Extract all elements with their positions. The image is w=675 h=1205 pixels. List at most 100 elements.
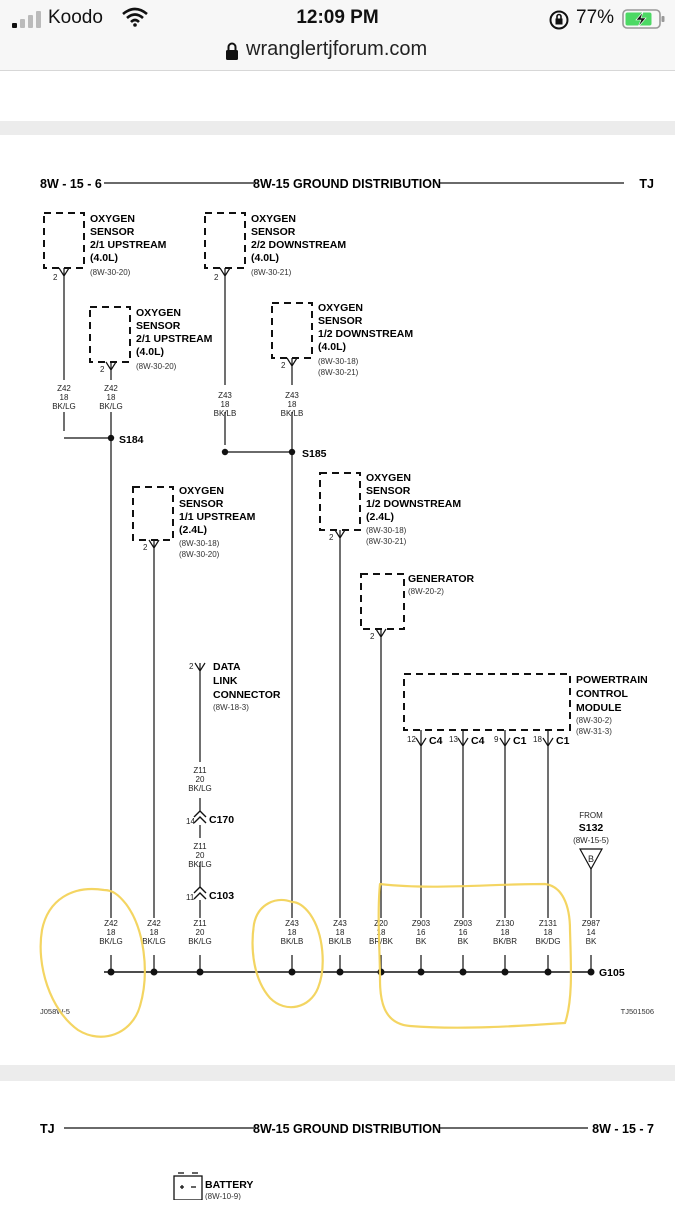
carrier-name: Koodo: [48, 7, 103, 28]
ref-text: (8W-30-2): [576, 716, 612, 725]
wire-circuit: Z42: [104, 384, 118, 393]
from-source: S132: [579, 822, 604, 834]
ground-node: [587, 968, 595, 976]
o2-21-up-b-line: OXYGEN: [136, 307, 181, 319]
page-number: 8W - 15 - 6: [40, 177, 102, 191]
wire-color: BK/LB: [281, 937, 304, 946]
splice-dot: [107, 434, 115, 442]
pcm-connector: C1: [513, 735, 527, 747]
pin-number: 18: [533, 735, 542, 744]
o2-sensor-21-upstream-box: [43, 212, 85, 269]
url-text[interactable]: wranglertjforum.com: [246, 38, 428, 60]
pin-number: 2: [189, 662, 194, 671]
ref-text: (8W-30-20): [90, 268, 131, 277]
pin-number: 14: [186, 817, 195, 826]
ground-node: [417, 968, 425, 976]
pin-number: 2: [329, 533, 334, 542]
o2-22-down-line: SENSOR: [251, 226, 296, 238]
o2-21-up-b-line: (4.0L): [136, 346, 164, 358]
wire-gauge: 18: [107, 928, 116, 937]
o2-11-up-line: (2.4L): [179, 524, 207, 536]
page-header-strip: [0, 71, 675, 121]
pin-number: 11: [186, 893, 195, 902]
pin-number: 2: [100, 365, 105, 374]
o2-11-up-line: OXYGEN: [179, 485, 224, 497]
wire-gauge: 18: [150, 928, 159, 937]
wire-circuit: Z131: [539, 919, 558, 928]
pcm-line: MODULE: [576, 702, 622, 714]
highlight-circle-3: [377, 882, 573, 1029]
ref-text: (8W-30-21): [318, 368, 359, 377]
ref-text: (8W-30-20): [136, 362, 177, 371]
wire-color: BK/LB: [214, 409, 237, 418]
wire-circuit: Z11: [193, 766, 207, 775]
wire-circuit: Z42: [147, 919, 161, 928]
o2-sensor-22-downstream-box: [204, 212, 246, 269]
section-title: 8W-15 GROUND DISTRIBUTION: [253, 177, 441, 191]
battery-percent: 77%: [576, 7, 615, 28]
battery-charging-icon: [622, 9, 665, 29]
from-label: FROM: [579, 811, 603, 820]
o2-21-up-line: OXYGEN: [90, 213, 135, 225]
section-title: 8W-15 GROUND DISTRIBUTION: [253, 1122, 441, 1136]
wire-color: BK/LG: [188, 784, 212, 793]
o2-sensor-12-downstream-24-box: [319, 472, 361, 531]
wire-circuit: Z43: [285, 391, 299, 400]
pin-number: 2: [214, 273, 219, 282]
ground-distribution-diagram: 8W - 15 - 6 8W-15 GROUND DISTRIBUTION TJ…: [39, 177, 654, 1038]
wire-gauge: 20: [196, 775, 205, 784]
ref-text: (8W-20-2): [408, 587, 444, 596]
wire-gauge: 16: [417, 928, 426, 937]
wire-color: BK/LB: [281, 409, 304, 418]
pcm-line: CONTROL: [576, 688, 628, 700]
wire-color: BK: [586, 937, 597, 946]
wire-gauge: 18: [377, 928, 386, 937]
battery-label: BATTERY: [205, 1179, 253, 1191]
splice-dot: [221, 448, 229, 456]
wire-gauge: 18: [501, 928, 510, 937]
o2-12-down-24-line: SENSOR: [366, 485, 411, 497]
wire-color: BK: [458, 937, 469, 946]
ref-text: (8W-30-21): [366, 537, 407, 546]
o2-12-down-24-line: OXYGEN: [366, 472, 411, 484]
generator-label: GENERATOR: [408, 573, 475, 585]
wire-gauge: 18: [107, 393, 116, 402]
ground-node: [501, 968, 509, 976]
wire-circuit: Z903: [454, 919, 473, 928]
o2-sensor-11-upstream-box: [132, 486, 174, 541]
wire-color: BR/BK: [369, 937, 394, 946]
o2-11-up-line: 1/1 UPSTREAM: [179, 511, 256, 523]
pin-number: 2: [53, 273, 58, 282]
page-gap: [0, 121, 675, 135]
pcm-line: POWERTRAIN: [576, 674, 648, 686]
signal-icon: [12, 10, 46, 28]
diagram-sheet-2: TJ 8W-15 GROUND DISTRIBUTION 8W - 15 - 7…: [0, 1081, 675, 1201]
wire-gauge: 18: [221, 400, 230, 409]
status-bar: Koodo 12:09 PM 77%: [0, 0, 675, 36]
ground-node: [150, 968, 158, 976]
model-code: TJ: [40, 1122, 55, 1136]
o2-22-down-line: (4.0L): [251, 252, 279, 264]
o2-12-down-line: SENSOR: [318, 315, 363, 327]
wire-color: BK/LG: [188, 860, 212, 869]
ground-node: [544, 968, 552, 976]
pin-number: 13: [449, 735, 458, 744]
ground-node: [288, 968, 296, 976]
wire-circuit: Z43: [218, 391, 232, 400]
wire-circuit: Z11: [193, 842, 207, 851]
pcm-connector: C4: [429, 735, 443, 747]
address-bar[interactable]: wranglertjforum.com: [0, 36, 675, 71]
wire-color: BK/BR: [493, 937, 517, 946]
o2-22-down-line: 2/2 DOWNSTREAM: [251, 239, 346, 251]
wire-gauge: 18: [544, 928, 553, 937]
wire-gauge: 18: [288, 400, 297, 409]
